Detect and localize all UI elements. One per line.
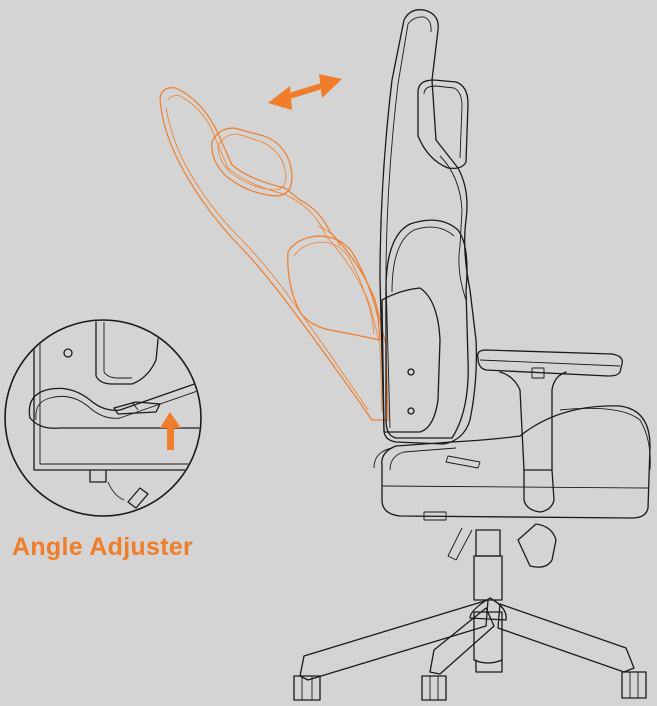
- angle-adjuster-inset: [4, 319, 202, 517]
- caption-label: Angle Adjuster: [12, 533, 194, 561]
- armrest: [477, 349, 623, 513]
- chair-base: [293, 523, 647, 701]
- reclined-backrest-outline: [159, 87, 389, 421]
- lever-arrow-icon: [160, 412, 181, 450]
- recline-arrow-icon: [268, 74, 342, 110]
- upright-backrest: [379, 9, 478, 445]
- seat: [373, 405, 651, 521]
